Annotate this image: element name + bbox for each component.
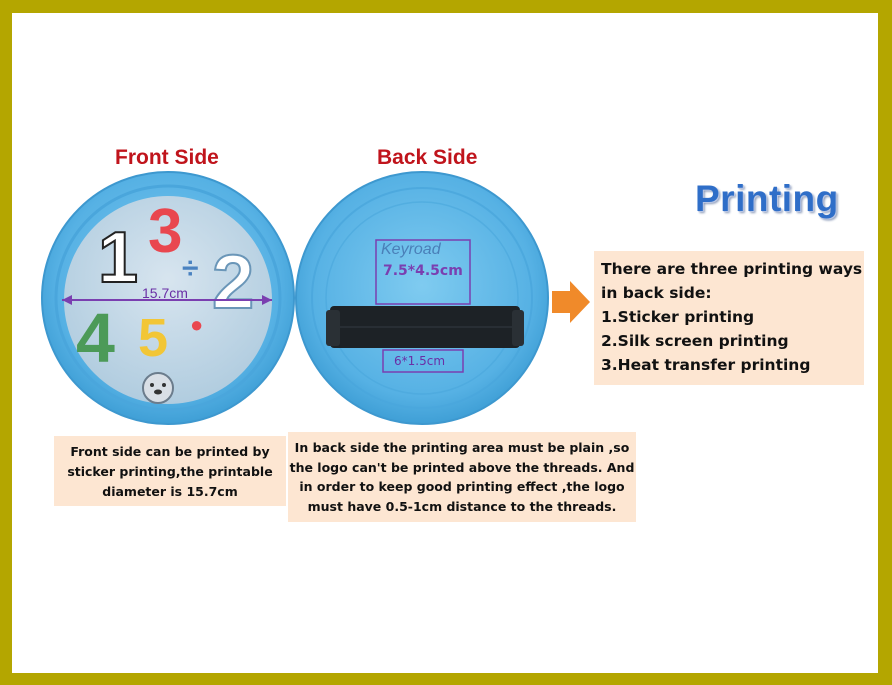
strap-area-label: 6*1.5cm <box>394 354 446 368</box>
front-side-note: Front side can be printed by sticker pri… <box>54 436 286 506</box>
svg-text:●: ● <box>190 312 203 337</box>
logo-print-area <box>375 239 471 305</box>
bear-face-icon <box>142 372 174 404</box>
velcro-strap <box>326 306 524 348</box>
printing-line: 2.Silk screen printing <box>601 332 789 350</box>
svg-text:4: 4 <box>76 299 115 377</box>
logo-area-label: 7.5*4.5cm <box>383 263 463 279</box>
printing-line: 1.Sticker printing <box>601 308 755 326</box>
printing-line: 3.Heat transfer printing <box>601 356 811 374</box>
front-diameter-measure <box>62 295 272 305</box>
front-note-line: Front side can be printed by <box>70 444 270 459</box>
front-note-line: diameter is 15.7cm <box>102 484 238 499</box>
back-logo-text: Keyroad <box>381 241 441 258</box>
back-disc <box>295 171 549 425</box>
svg-text:3: 3 <box>148 197 182 266</box>
arrow-right-icon <box>552 281 590 323</box>
svg-text:2: 2 <box>212 240 254 325</box>
back-side-title: Back Side <box>377 146 478 169</box>
front-note-line: sticker printing,the printable <box>67 464 273 479</box>
svg-text:÷: ÷ <box>182 252 198 285</box>
printing-line: in back side: <box>601 284 712 302</box>
back-note-line: the logo can't be printed above the thre… <box>289 459 635 475</box>
back-note-line: must have 0.5-1cm distance to the thread… <box>307 498 617 514</box>
strap-print-area <box>382 349 464 373</box>
printing-line: There are three printing ways <box>601 260 863 278</box>
front-disc: 1 3 2 4 5 ÷ ● <box>41 171 295 425</box>
back-note-line: In back side the printing area must be p… <box>294 440 630 455</box>
svg-text:1: 1 <box>98 218 138 298</box>
back-note-line: in order to keep good printing effect ,t… <box>299 479 625 494</box>
printing-ways-box: There are three printing ways in back si… <box>594 251 864 385</box>
front-diameter-label: 15.7cm <box>142 285 188 301</box>
svg-text:5: 5 <box>138 308 168 368</box>
printing-heading: Printing <box>695 178 839 219</box>
back-side-note: In back side the printing area must be p… <box>288 432 636 522</box>
sticker-artwork: 1 3 2 4 5 ÷ ● <box>76 197 255 377</box>
front-side-title: Front Side <box>115 146 219 169</box>
